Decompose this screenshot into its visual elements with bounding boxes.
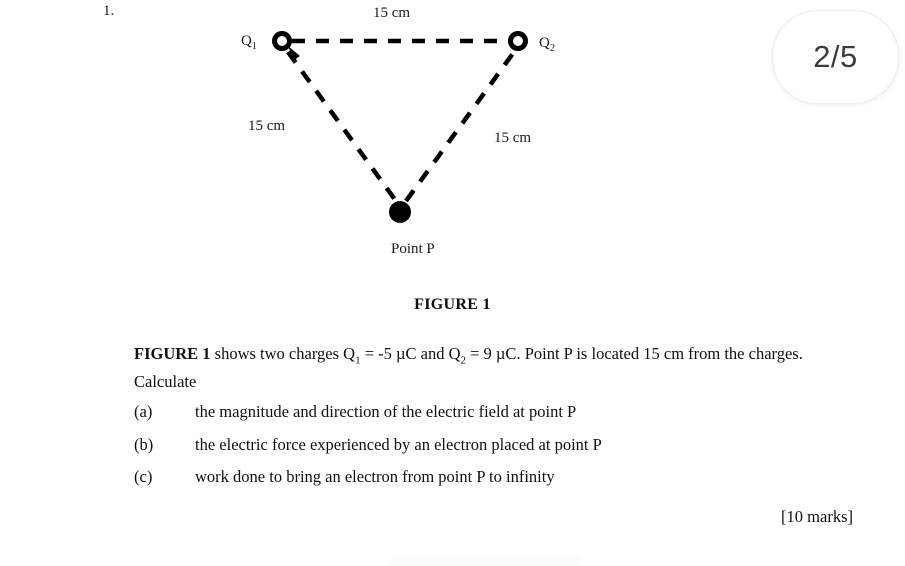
sub-question-a-text: the magnitude and direction of the elect… xyxy=(195,402,577,421)
sub-question-b-text: the electric force experienced by an ele… xyxy=(195,434,602,454)
figure-label-left-side: 15 cm xyxy=(248,118,286,134)
page-bottom-edge xyxy=(390,556,580,566)
statement-part-1: shows two charges Q xyxy=(210,344,356,363)
sub-question-a: (a) the magnitude and direction of the e… xyxy=(134,402,854,422)
q2-subscript: 2 xyxy=(549,43,555,54)
figure-label-q2: Q2 xyxy=(539,35,555,54)
dashed-line-p-q2 xyxy=(404,50,516,203)
page-indicator-label: 2/5 xyxy=(813,39,858,74)
statement-q1-subscript: 1 xyxy=(355,354,361,367)
sub-question-list: (a) the magnitude and direction of the e… xyxy=(134,402,854,500)
figure-label-q1: Q1 xyxy=(241,33,257,52)
figure-label-right-side: 15 cm xyxy=(494,130,532,146)
question-number: 1. xyxy=(103,3,115,19)
figure-label-point-p: Point P xyxy=(391,241,435,257)
figure-1-diagram: 15 cm 15 cm 15 cm Q1 Q2 Point P xyxy=(241,5,555,257)
charge-marker-q2 xyxy=(508,31,528,51)
statement-part-3: = 9 µC. Point P is located 15 cm from th… xyxy=(134,344,803,392)
sub-question-c-text: work done to bring an electron from poin… xyxy=(195,467,555,486)
sub-question-a-marker: (a) xyxy=(134,402,153,421)
dashed-line-q1-p xyxy=(286,50,398,203)
charge-marker-q1 xyxy=(272,31,292,51)
figure-triangle-svg xyxy=(272,31,528,223)
sub-question-b: (b) the electric force experienced by an… xyxy=(134,435,854,455)
figure-caption: FIGURE 1 xyxy=(414,296,491,313)
arrowhead-icon xyxy=(288,46,300,60)
question-statement: FIGURE 1 shows two charges Q1 = -5 µC an… xyxy=(134,343,846,393)
q1-subscript: 1 xyxy=(251,41,257,52)
sub-question-c: (c) work done to bring an electron from … xyxy=(134,467,854,487)
statement-q2-subscript: 2 xyxy=(460,354,467,367)
sub-question-c-marker: (c) xyxy=(134,467,153,486)
q2-symbol: Q xyxy=(539,35,550,51)
statement-lead: FIGURE 1 xyxy=(134,344,211,363)
q1-symbol: Q xyxy=(241,33,252,49)
statement-part-2: = -5 µC and Q xyxy=(360,344,461,363)
page-indicator-badge[interactable]: 2/5 xyxy=(772,10,899,104)
marks-allocation: [10 marks] xyxy=(781,507,853,526)
point-p-marker xyxy=(389,201,411,223)
figure-label-top-side: 15 cm xyxy=(373,5,411,21)
sub-question-b-marker: (b) xyxy=(134,434,154,454)
